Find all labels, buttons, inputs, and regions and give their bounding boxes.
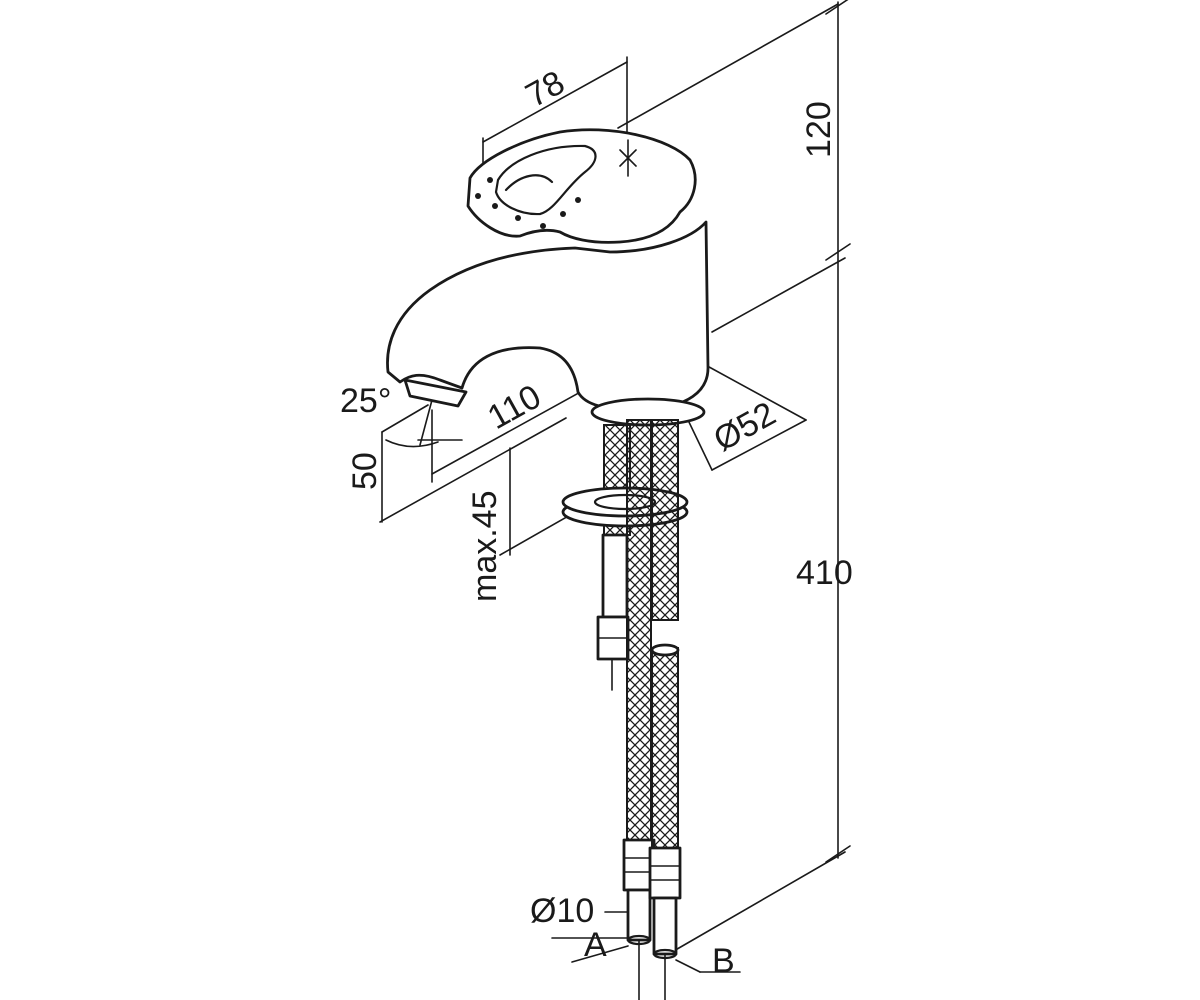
spout-height-dimension-lines <box>379 404 567 523</box>
spout-height-label: 50 <box>346 452 384 490</box>
hose-leader-lines <box>551 911 741 973</box>
hose-b-label: B <box>712 942 735 980</box>
spout-angle-label: 25° <box>340 382 391 420</box>
hose-diameter-label: Ø10 <box>530 892 594 930</box>
spout-angle-marker <box>385 399 463 448</box>
top-height-label: 120 <box>800 101 838 158</box>
hose-a <box>622 419 656 1000</box>
hose-a-label: A <box>584 926 607 964</box>
counter-thickness-label: max.45 <box>466 491 504 603</box>
height-dimension-lines <box>617 0 851 953</box>
base-diameter-dimension-lines <box>687 361 807 471</box>
lever-handle <box>466 128 697 244</box>
spout-reach-label: 110 <box>481 377 547 437</box>
base-diameter-label: Ø52 <box>707 395 782 459</box>
faucet-body <box>386 220 710 427</box>
total-height-label: 410 <box>796 554 853 592</box>
hose-b <box>648 419 682 1000</box>
handle-length-label: 78 <box>519 63 571 115</box>
